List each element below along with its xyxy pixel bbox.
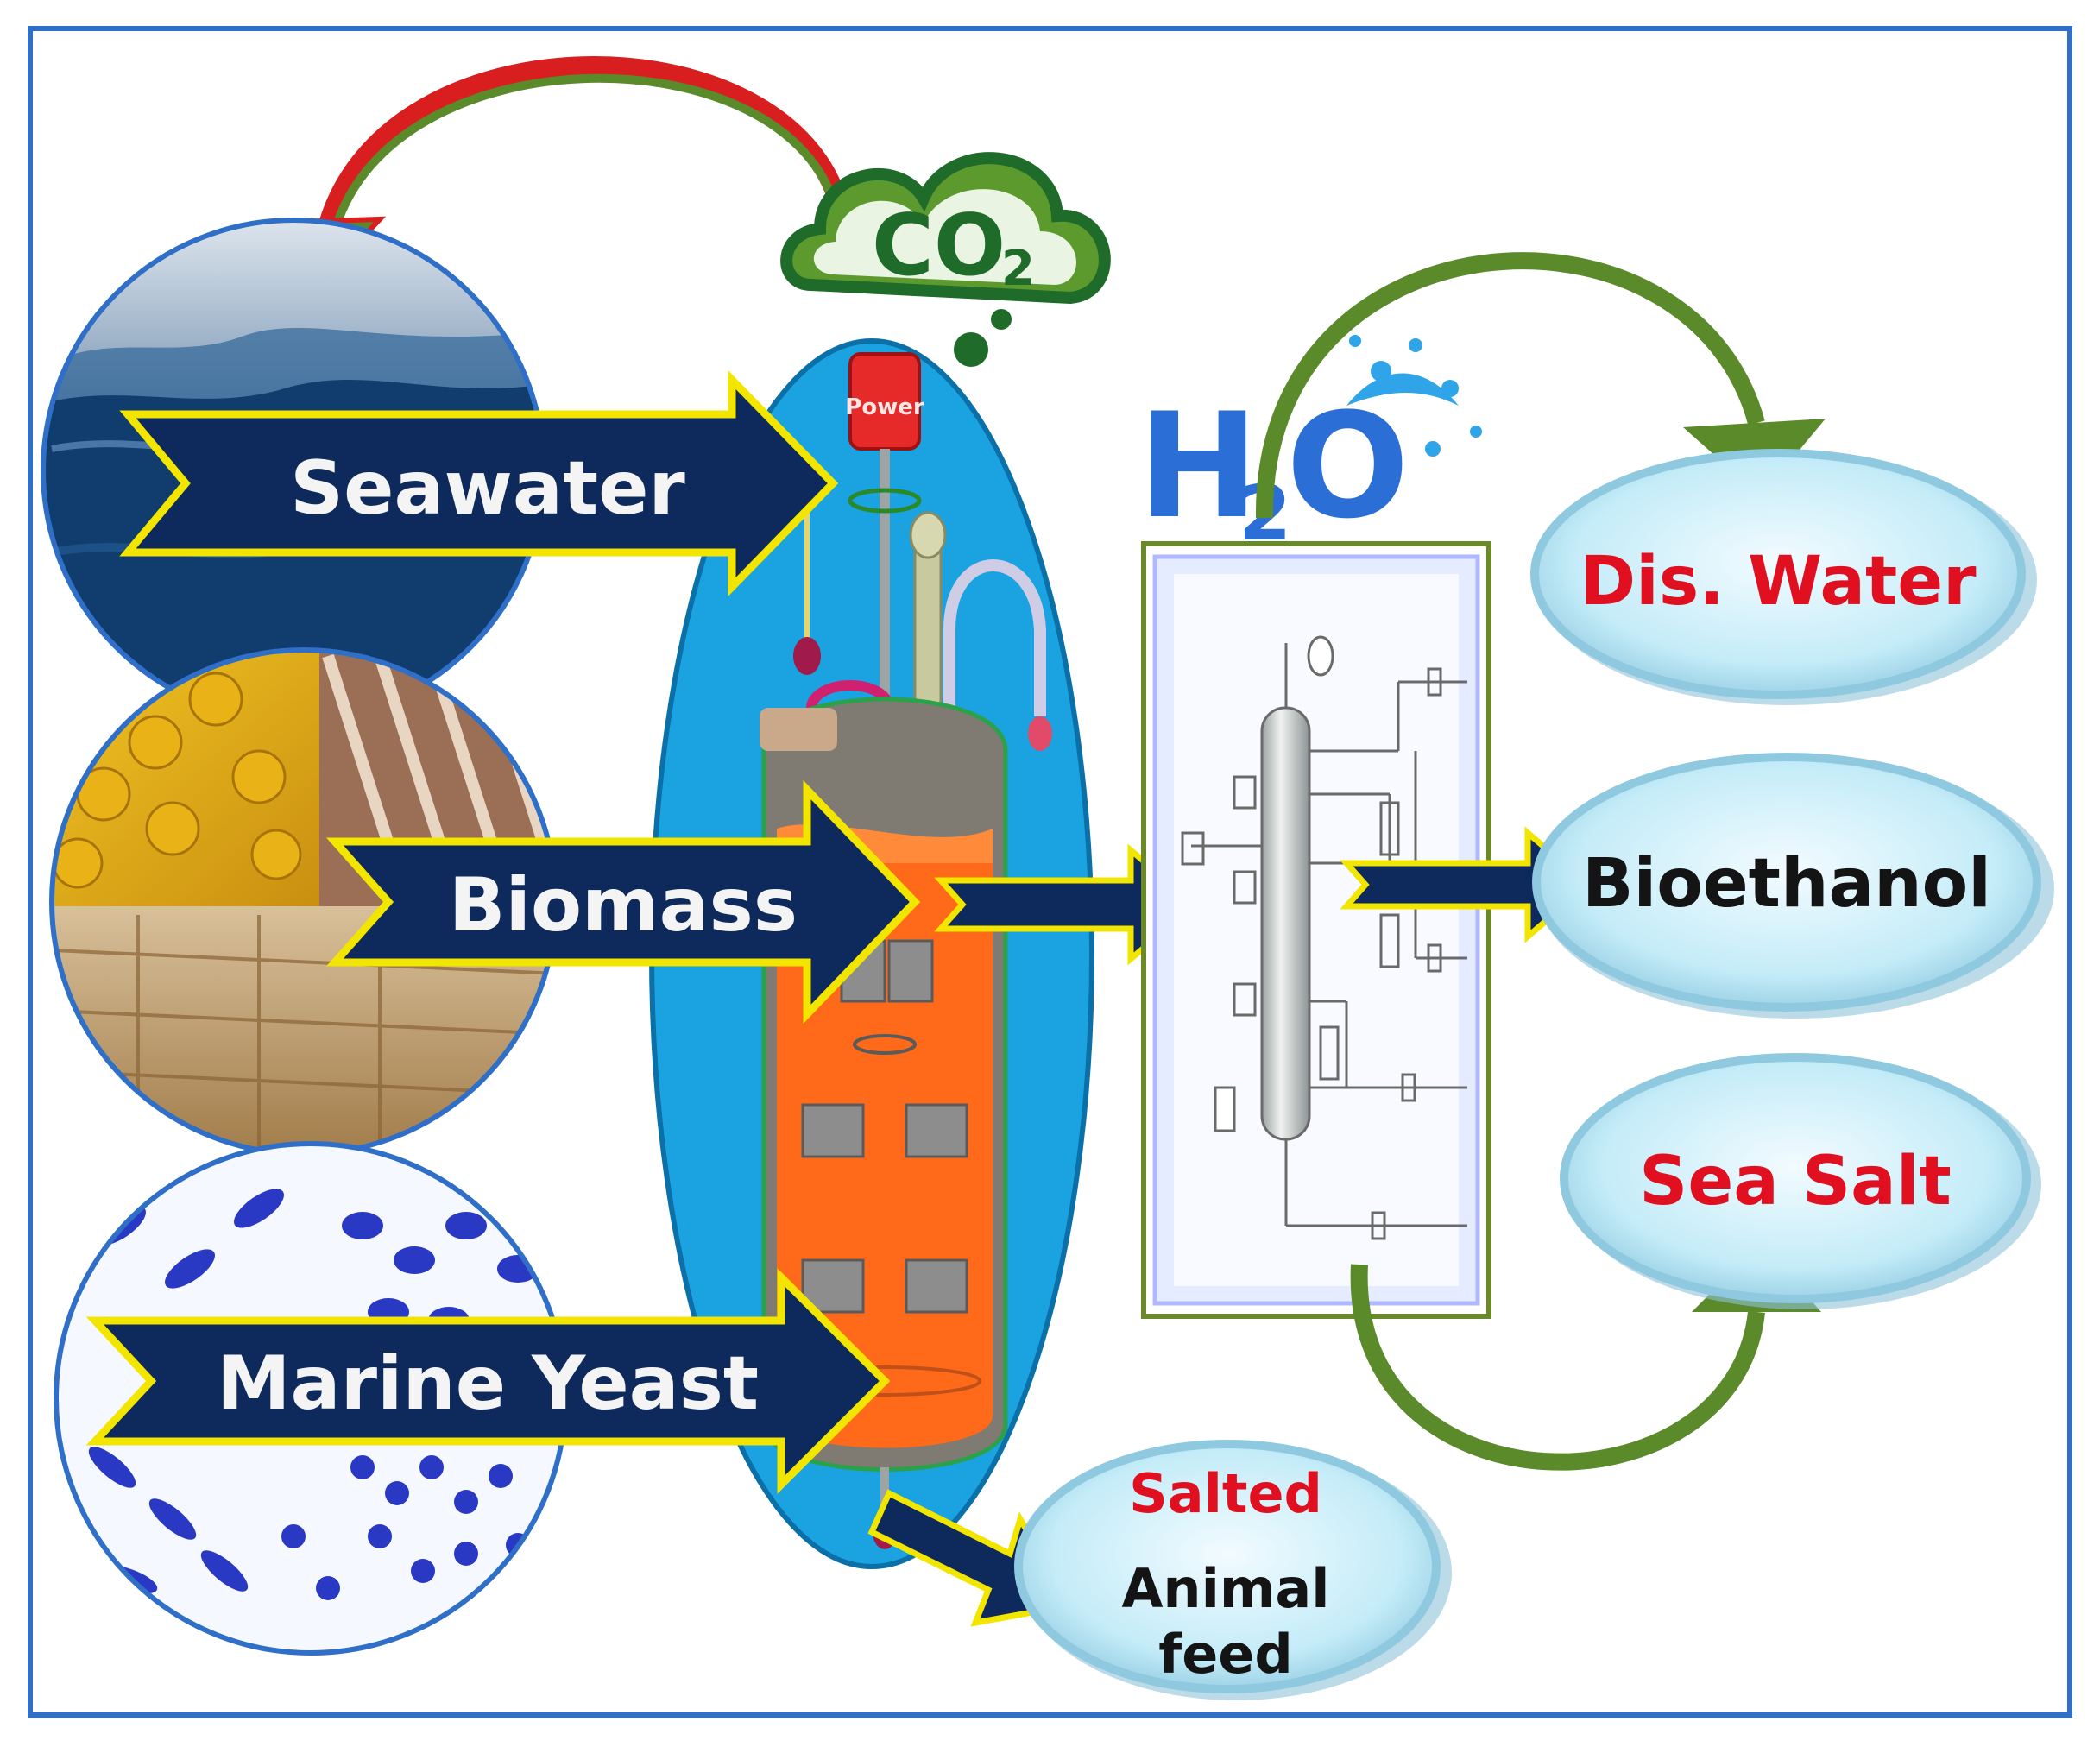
biomass-arrow: Biomass — [326, 779, 921, 1025]
bioethanol-label: Bioethanol — [1582, 845, 1991, 923]
feed-label: feed — [1158, 1623, 1292, 1686]
marine-yeast-label: Marine Yeast — [217, 1340, 759, 1427]
reactor-to-distillation-arrow — [934, 843, 1201, 966]
co2-subscript: 2 — [1001, 241, 1035, 297]
distillation-to-bioethanol-arrow — [1340, 826, 1593, 943]
dis-water-output: Dis. Water — [1530, 449, 2037, 705]
power-motor: Power — [845, 352, 924, 451]
salted-label: Salted — [1129, 1462, 1322, 1525]
bioethanol-output: Bioethanol — [1532, 753, 2054, 1019]
seawater-label: Seawater — [290, 445, 685, 532]
h2o-h: H — [1138, 382, 1259, 551]
marine-yeast-arrow: Marine Yeast — [85, 1268, 891, 1494]
co2-cloud: CO 2 — [780, 152, 1111, 367]
h2o-o: O — [1286, 382, 1409, 551]
distillation-panel — [1141, 541, 1491, 1319]
sea-salt-label: Sea Salt — [1639, 1143, 1952, 1220]
power-label: Power — [845, 394, 924, 420]
sea-salt-output: Sea Salt — [1560, 1053, 2041, 1309]
animal-feed-output: Salted Animal feed — [1014, 1440, 1452, 1700]
biomass-label: Biomass — [449, 862, 798, 949]
animal-label: Animal — [1121, 1557, 1329, 1620]
dis-water-label: Dis. Water — [1580, 543, 1977, 621]
seawater-arrow: Seawater — [119, 369, 839, 597]
shaft-rotation-marker — [848, 488, 922, 514]
co2-label: CO — [872, 197, 1006, 295]
